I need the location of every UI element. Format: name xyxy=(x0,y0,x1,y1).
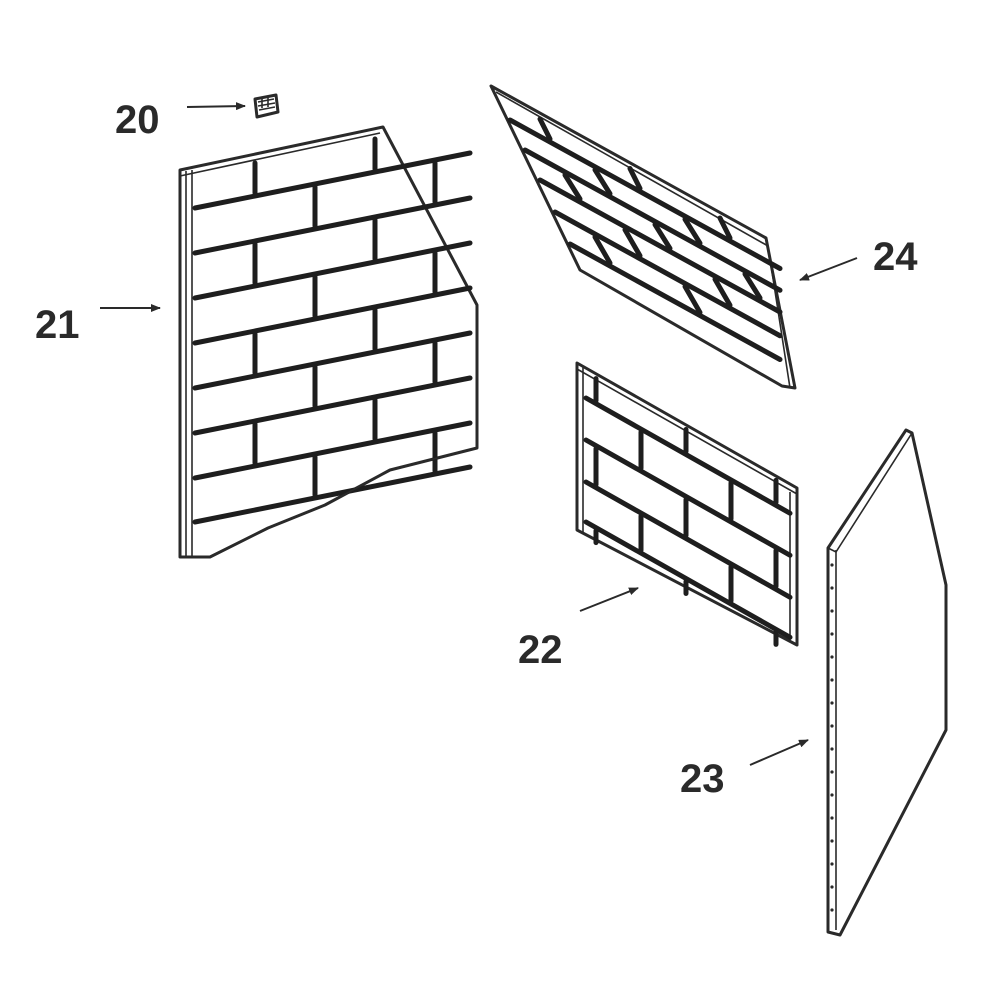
rivet xyxy=(830,586,834,590)
rivet xyxy=(830,678,834,682)
mortar-line xyxy=(507,117,783,271)
mortar-line xyxy=(567,241,783,362)
rivet xyxy=(830,724,834,728)
mortar-line xyxy=(742,271,763,301)
rivet xyxy=(830,609,834,613)
mortar-line xyxy=(192,375,473,436)
part-23-edge-rivets xyxy=(830,563,834,912)
rivet xyxy=(830,816,834,820)
part-20-clip xyxy=(253,93,280,119)
mortar-line xyxy=(712,276,733,308)
mortar-line xyxy=(192,420,473,481)
mortar-line xyxy=(583,519,793,640)
mortar-line xyxy=(583,395,793,516)
rivet xyxy=(830,885,834,889)
part-24-brick-pattern xyxy=(507,116,783,362)
rivet xyxy=(830,862,834,866)
mortar-line xyxy=(592,234,613,266)
mortar-line xyxy=(537,116,553,142)
label-21: 21 xyxy=(35,303,80,347)
rivet xyxy=(830,655,834,659)
mortar-line xyxy=(192,464,473,525)
part-24-brick-panel xyxy=(489,84,797,390)
mortar-line xyxy=(627,166,643,191)
label-23: 23 xyxy=(680,757,725,801)
rivet xyxy=(830,701,834,705)
mortar-line xyxy=(552,209,783,339)
rivet xyxy=(830,770,834,774)
mortar-line xyxy=(583,437,793,558)
mortar-line xyxy=(192,240,473,301)
mortar-line xyxy=(537,177,783,315)
rivet xyxy=(830,839,834,843)
rivet xyxy=(830,632,834,636)
label-22: 22 xyxy=(518,628,563,672)
callout-21: 21 xyxy=(35,303,161,347)
leader-arrow-24 xyxy=(799,257,858,281)
part-21-brick-panel xyxy=(178,125,479,559)
mortar-line xyxy=(592,167,613,197)
mortar-line xyxy=(562,172,583,202)
callout-20: 20 xyxy=(115,98,246,142)
rivet xyxy=(830,563,834,567)
mortar-line xyxy=(682,284,703,315)
mortar-line xyxy=(192,195,473,256)
mortar-line xyxy=(583,479,793,600)
part-22-brick-pattern xyxy=(583,376,793,647)
part-23-plain-panel xyxy=(826,428,948,937)
rivet xyxy=(830,908,834,912)
label-20: 20 xyxy=(115,98,160,142)
rivet xyxy=(830,747,834,751)
callout-24: 24 xyxy=(799,235,918,281)
mortar-line xyxy=(682,216,703,246)
callout-23: 23 xyxy=(680,739,809,801)
mortar-line xyxy=(192,285,473,346)
mortar-line xyxy=(717,215,733,241)
part-22-brick-panel xyxy=(575,361,799,647)
callout-22: 22 xyxy=(518,587,639,672)
mortar-line xyxy=(522,147,783,293)
mortar-line xyxy=(192,330,473,391)
leader-arrow-20 xyxy=(186,102,246,111)
mortar-line xyxy=(652,222,673,251)
leader-arrow-22 xyxy=(579,587,639,612)
part-21-brick-pattern xyxy=(192,136,473,525)
mortar-line xyxy=(192,150,473,211)
rivet xyxy=(830,793,834,797)
mortar-line xyxy=(622,227,643,259)
leader-arrow-23 xyxy=(749,739,809,766)
label-24: 24 xyxy=(873,235,918,279)
